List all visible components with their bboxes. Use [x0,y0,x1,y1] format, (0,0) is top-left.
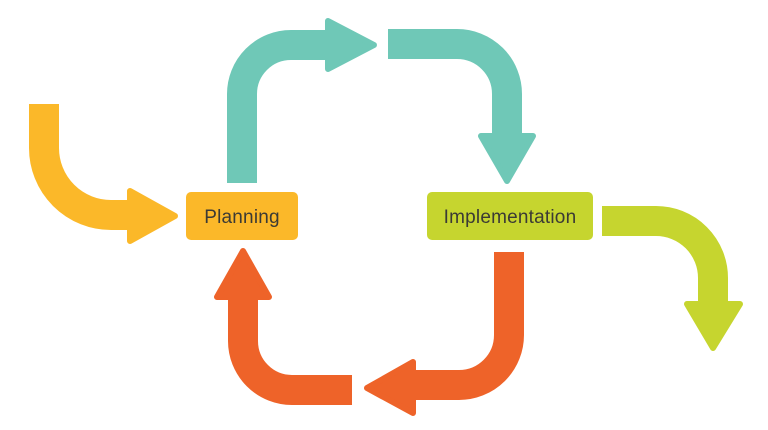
planning-to-top-arrow-shaft [227,30,329,183]
top-to-implementation-arrow-shaft [388,29,522,137]
exit-arrow-shaft [602,206,728,305]
implementation-to-bottom-arrow-shaft [414,252,524,400]
bottom-to-planning-arrow-head [214,248,272,300]
planning-node-label: Planning [204,207,280,228]
implementation-node-label: Implementation [444,207,577,228]
planning-node [186,192,298,240]
bottom-to-planning-arrow-shaft [228,298,352,405]
entry-arrow-head [127,188,178,244]
exit-arrow-head [684,301,743,351]
entry-arrow-shaft [29,104,131,230]
implementation-to-bottom-arrow-head [364,359,416,416]
top-to-implementation-arrow-head [478,133,536,184]
implementation-node [427,192,593,240]
planning-to-top-arrow-head [325,18,377,72]
